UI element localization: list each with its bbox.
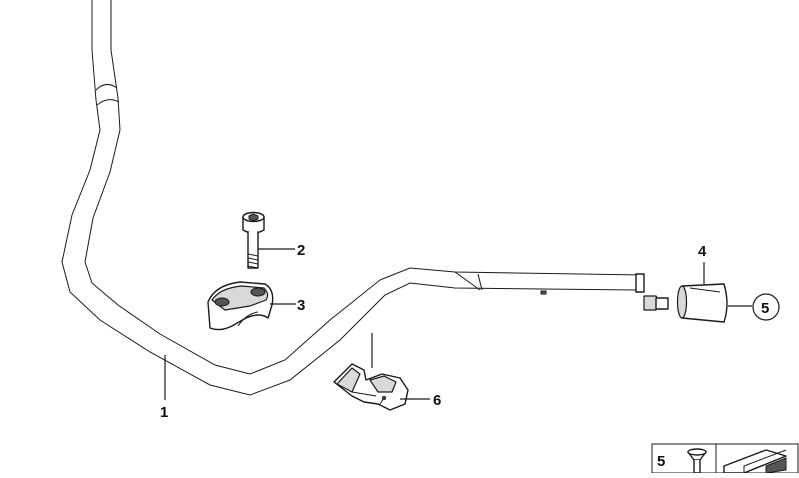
callout-6: 6 (433, 392, 441, 409)
clamp-bolt-hole-left (214, 297, 230, 307)
legend-number: 5 (657, 453, 665, 470)
clamp-saddle (237, 311, 259, 327)
callout-5: 5 (761, 300, 769, 317)
cable-clip (333, 363, 409, 411)
handlebar-taper-line-2 (477, 273, 483, 291)
clamp-bolt-hole-right (250, 287, 266, 297)
callout-3: 3 (297, 297, 305, 314)
bar-end-weight (676, 283, 728, 323)
cable-clip-tab (369, 375, 397, 393)
callout-5-circle (752, 293, 780, 321)
handlebar-bend-line-upper (96, 99, 120, 106)
cable-clip-jaw (336, 367, 361, 393)
callout-2: 2 (297, 242, 305, 259)
handlebar-end-tip (655, 297, 669, 310)
handlebar-outline-outer (61, 0, 641, 396)
wedge-block-icon (723, 449, 787, 474)
callout-1: 1 (160, 404, 168, 421)
handlebar-outline-inner (84, 0, 641, 375)
handlebar-bend-line-top (95, 84, 118, 91)
leader-lines (164, 248, 752, 400)
handlebar-slot (540, 290, 547, 295)
bolt-thread (247, 253, 259, 269)
bolt (242, 211, 265, 269)
handlebar-tube (61, 0, 669, 396)
bar-end-weight-face (676, 285, 688, 319)
bolt-hex-socket (248, 213, 259, 222)
callout-labels: 1 2 3 4 5 6 (160, 242, 780, 421)
cable-clip-pin (381, 395, 387, 401)
handlebar-taper-line (454, 271, 481, 291)
legend-box: 5 (651, 443, 799, 474)
countersunk-screw-icon (687, 448, 707, 474)
bar-end-weight-highlight (689, 287, 721, 293)
callout-4: 4 (698, 243, 707, 260)
handlebar-end-cap (635, 273, 645, 293)
clamp (207, 281, 274, 331)
